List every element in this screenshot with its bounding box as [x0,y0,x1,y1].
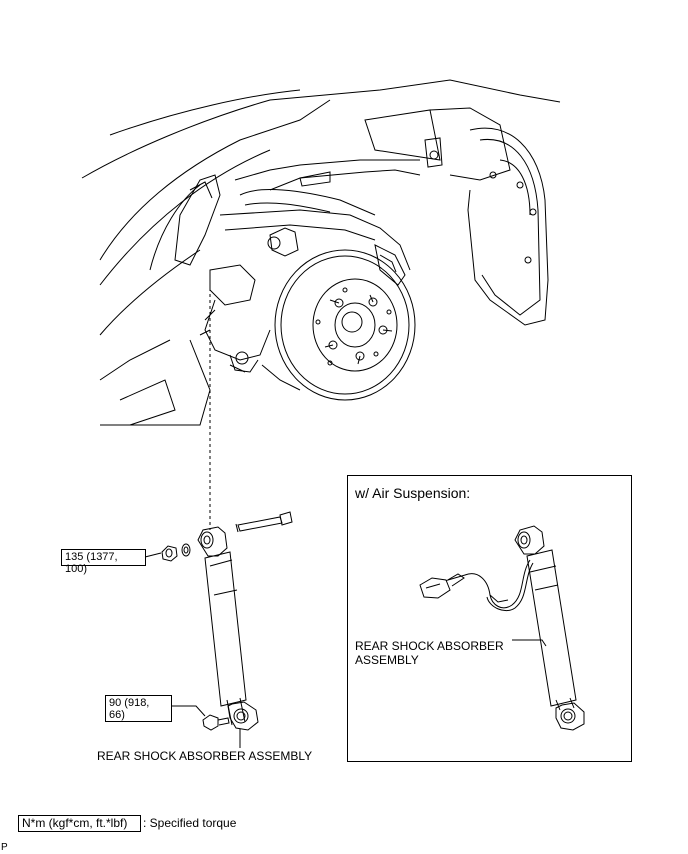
brake-disc [274,244,416,401]
brake-caliper [374,244,406,286]
air-suspension-harness [419,559,534,612]
legend-torque-format: N*m (kgf*cm, ft.*lbf) [22,816,128,830]
lower-bolt-torque-box: 90 (918, 66) [105,695,172,722]
vehicle-body-outline [81,79,561,426]
upper-nut [161,543,191,562]
leader-lower-bolt [172,705,206,717]
lower-bolt-torque-line1: 90 (918, [109,697,150,709]
lower-bolt [202,714,230,731]
inset-part-label-line1: REAR SHOCK ABSORBER [355,639,504,653]
upper-bolt [235,511,293,533]
air-suspension-inset [347,475,632,762]
inset-title: w/ Air Suspension: [355,485,471,501]
legend-text: : Specified torque [143,816,237,830]
leader-air-label [512,639,547,647]
leader-upper-nut [144,552,162,558]
inset-part-label-line2: ASSEMBLY [355,653,419,667]
air-shock-absorber [514,525,585,731]
upper-nut-torque-value: 135 (1377, 100) [65,551,118,575]
rear-shock-absorber-main [197,526,259,731]
main-part-label: REAR SHOCK ABSORBER ASSEMBLY [97,749,313,763]
legend-torque-box: N*m (kgf*cm, ft.*lbf) [18,815,141,832]
lower-bolt-torque-line2: 66) [109,709,125,721]
upper-nut-torque-box: 135 (1377, 100) [61,549,146,575]
corner-code: P [1,842,8,853]
